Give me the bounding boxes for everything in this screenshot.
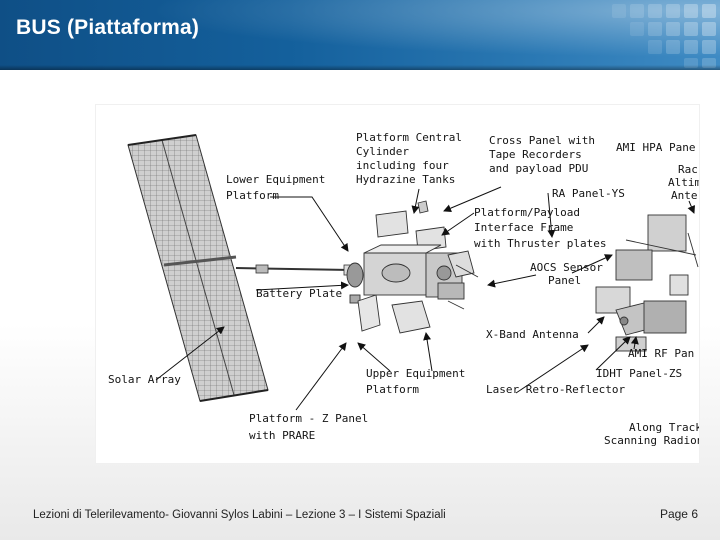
label-radar-altimeter: Rac Altim Ante [668, 163, 699, 202]
payload-drawing [595, 214, 699, 352]
label-upper-equipment: Upper Equipment Platform [366, 367, 472, 396]
header-grid-pattern [612, 4, 716, 68]
header-shadow [0, 65, 720, 70]
label-xband-antenna: X-Band Antenna [486, 328, 579, 341]
label-along-track: Along Track Scanning Radion [604, 421, 699, 447]
label-aocs-sensor: AOCS Sensor Panel [530, 261, 609, 287]
label-battery-plate: Battery Plate [256, 287, 342, 300]
slide-title: BUS (Piattaforma) [16, 16, 200, 39]
label-idht-panel: IDHT Panel-ZS [596, 367, 682, 380]
label-platform-z: Platform - Z Panel with PRARE [249, 412, 375, 442]
label-ami-rf: AMI RF Pan [628, 347, 694, 360]
label-ami-hpa: AMI HPA Pane [616, 141, 695, 154]
label-cross-panel: Cross Panel with Tape Recorders and payl… [489, 134, 602, 175]
header-bar: BUS (Piattaforma) [0, 0, 720, 70]
label-platform-payload: Platform/Payload Interface Frame with Th… [474, 206, 606, 250]
diagram-svg: Platform Central Cylinder including four… [108, 131, 699, 447]
label-central-cylinder: Platform Central Cylinder including four… [356, 131, 469, 186]
bus-components-drawing [346, 200, 479, 334]
page-number: Page 6 [659, 507, 698, 521]
label-ra-panel: RA Panel-YS [552, 187, 625, 200]
leader-arrows [155, 186, 695, 411]
header-sheen [0, 0, 720, 70]
solar-array-drawing [127, 134, 359, 402]
satellite-bus-diagram: Platform Central Cylinder including four… [95, 104, 700, 464]
label-lower-equipment: Lower Equipment Platform [226, 173, 332, 202]
label-laser-reflector: Laser Retro-Reflector [486, 383, 625, 396]
footer-lecture-info: Lezioni di Telerilevamento- Giovanni Syl… [33, 509, 446, 521]
label-solar-array: Solar Array [108, 373, 181, 386]
